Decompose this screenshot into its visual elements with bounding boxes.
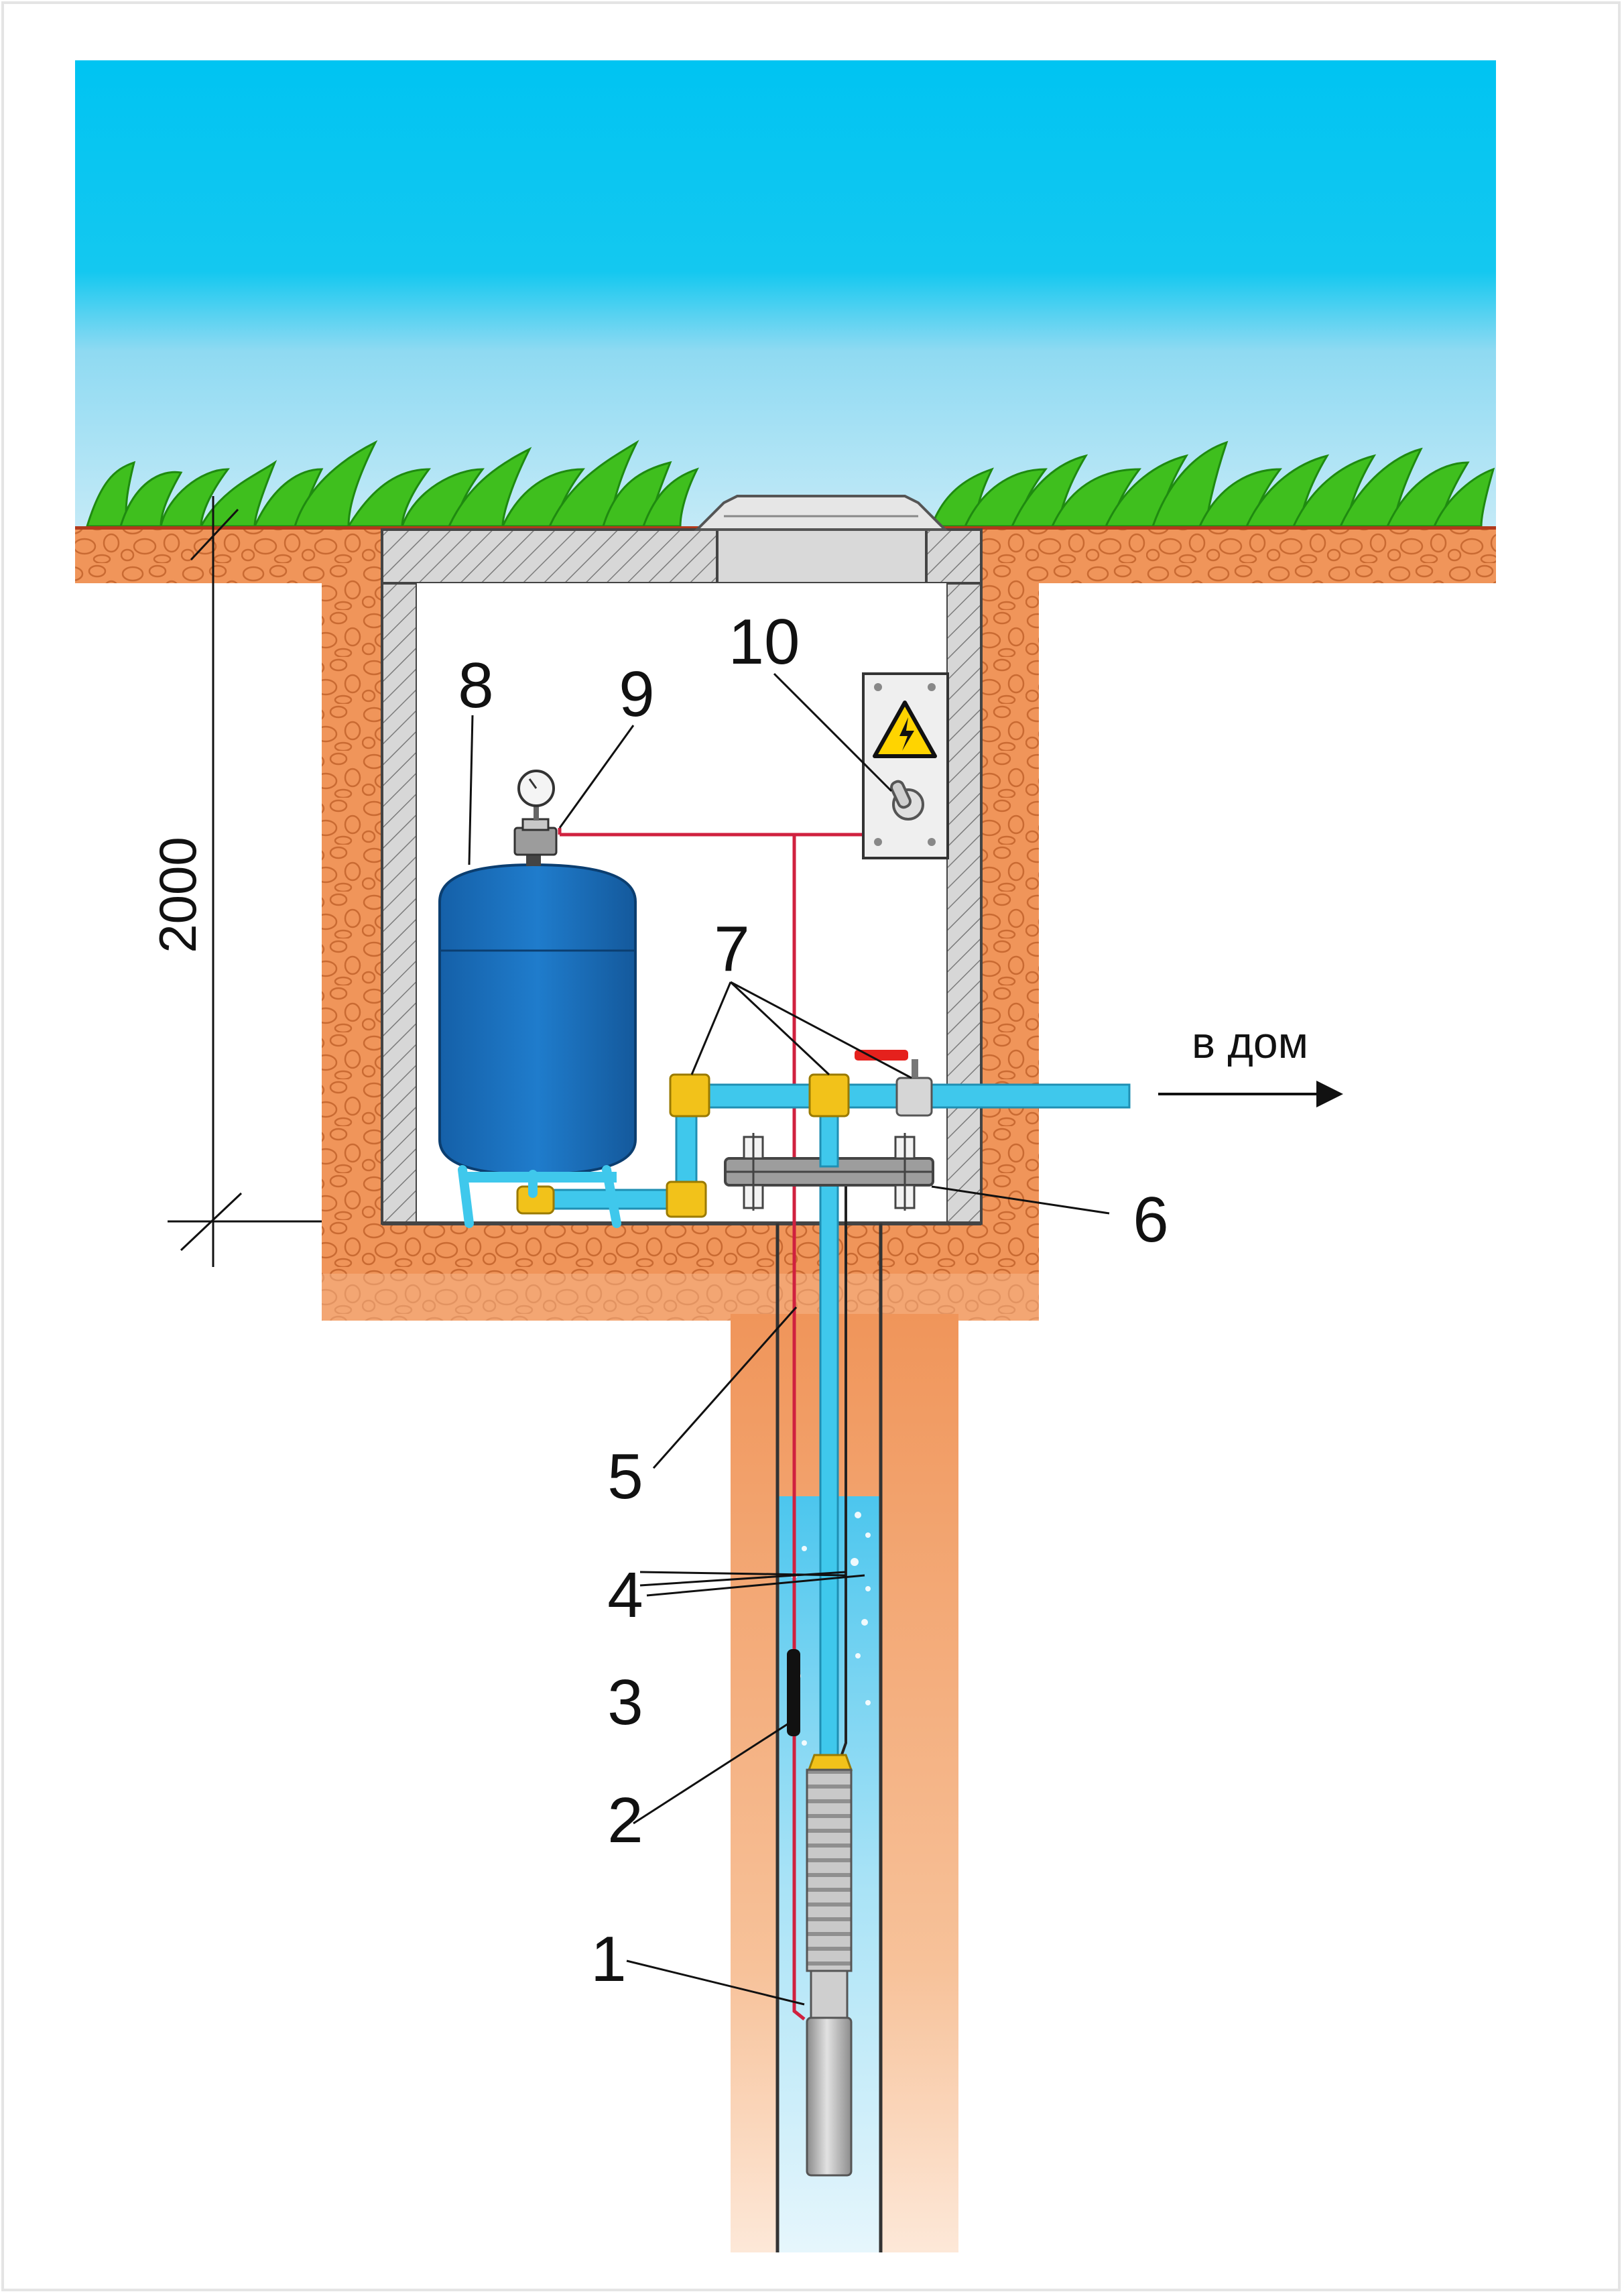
leader-lines	[468, 672, 1110, 2006]
callout-6: 6	[1133, 1184, 1168, 1256]
sky	[75, 60, 1496, 530]
pit-cover-left	[381, 528, 719, 585]
pump-motor	[806, 2016, 853, 2177]
riser-pipe	[819, 1158, 839, 1758]
hatch-opening	[716, 528, 928, 585]
callout-9: 9	[619, 658, 654, 730]
callout-2: 2	[607, 1785, 643, 1856]
ball-valve[interactable]	[855, 1050, 933, 1117]
callout-8: 8	[458, 650, 493, 721]
pump-intake	[810, 1970, 849, 2019]
callout-5: 5	[607, 1441, 643, 1512]
callout-10: 10	[729, 606, 800, 678]
pump-hydraulic-section	[806, 1768, 853, 1972]
pit-floor	[382, 1221, 981, 1225]
control-cable	[558, 828, 865, 837]
callout-3: 3	[607, 1667, 643, 1738]
fittings	[516, 1073, 850, 1218]
pit-wall-right	[945, 582, 983, 1225]
dimension-marker	[168, 496, 322, 1267]
pressure-switch[interactable]	[513, 770, 558, 856]
toggle-switch-icon[interactable]	[889, 780, 924, 821]
callout-1: 1	[590, 1923, 626, 1995]
soil-top-left	[75, 530, 383, 583]
pit-soil	[322, 583, 1039, 1321]
control-box[interactable]	[862, 672, 949, 859]
grass	[85, 440, 1495, 528]
cable-clamp	[787, 1649, 800, 1736]
callout-4: 4	[607, 1559, 643, 1631]
pit-soil-bottom-fade	[322, 1274, 1039, 1321]
wellhead-bolts	[743, 1133, 916, 1211]
valve-handle[interactable]	[855, 1050, 908, 1061]
soil-top-right	[979, 530, 1496, 583]
pit-wall-left	[381, 582, 418, 1225]
hatch-lid	[694, 495, 948, 531]
pit-cover-right	[925, 528, 983, 585]
callout-7: 7	[714, 913, 749, 985]
outlet-label: в дом	[1192, 1018, 1308, 1067]
expansion-tank	[438, 855, 637, 1228]
dimension-text: 2000	[148, 837, 207, 953]
pump-outlet-fitting	[807, 1754, 853, 1771]
